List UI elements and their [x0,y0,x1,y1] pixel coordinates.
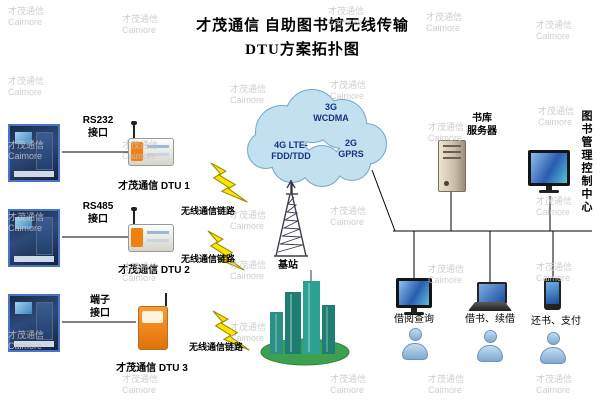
monitor-base [404,312,424,315]
server-power-button [444,181,449,186]
interface-name: RS232 [82,115,114,126]
interface-name: RS485 [82,201,114,212]
laptop-screen [477,282,507,304]
book-server-label: 书库 服务器 [460,112,504,138]
dtu-device-2 [128,207,174,252]
control-center-monitor-icon [528,150,570,193]
antenna-icon [165,293,167,306]
user-person-icon [477,330,503,364]
terminal-label-borrow: 借书、续借 [465,314,515,325]
interface-port: 接口 [90,308,110,319]
person-torso [477,345,503,362]
kiosk-book-slot [36,217,53,255]
dtu-caption-3: 才茂通信 DTU 3 [116,363,188,374]
cloud-2g-label: 2G GPRS [330,138,372,160]
query-monitor-icon [396,278,432,315]
interface-name: 端子 [90,295,110,306]
dtu-device-1 [128,121,174,166]
lightning-bolt-icon [210,162,248,203]
dtu-led-strip [147,145,169,148]
kiosk-base [14,256,54,262]
city-buildings-icon [260,270,350,366]
lightning-bolt-icon [212,310,250,351]
dtu-led-strip [147,231,169,234]
base-station-label: 基站 [278,260,298,271]
laptop-icon [468,282,512,311]
cloud-2g-line1: 2G [344,138,357,148]
dtu-front-panel [131,142,143,161]
kiosk-base [14,341,54,347]
dtu-front-panel [142,311,163,323]
cloud-3g-label: 3G WCDMA [308,102,354,124]
wireless-bolts [207,162,250,351]
server-label-line2: 服务器 [467,126,497,137]
lightning-bolt-icon [207,230,245,271]
phone-screen [546,282,559,304]
connector-lines [62,151,592,323]
monitor-base [539,190,559,193]
interface-label-rs485: RS485 接口 [70,200,126,226]
cloud-4g-line2: FDD/TDD [271,151,311,161]
dtu-front-panel [131,228,143,247]
terminal-label-return: 还书、支付 [531,316,581,327]
page-title: 才茂通信 自助图书馆无线传输 DTU方案拓扑图 [0,14,605,59]
interface-port: 接口 [88,214,108,225]
server-label-line1: 书库 [472,113,492,124]
interface-port: 接口 [88,128,108,139]
interface-label-terminal: 端子 接口 [72,294,128,320]
user-person-icon [540,332,566,366]
dtu-led-strip [147,239,169,242]
book-server-icon [438,140,466,192]
wireless-link-label-2: 无线通信链路 [180,254,235,264]
cloud-3g-line1: 3G [324,102,337,112]
kiosk-book-slot [36,302,53,340]
cloud-2g-line2: GPRS [338,149,364,159]
monitor-screen [396,278,432,308]
kiosk-screen [15,302,32,314]
wireless-link-label-3: 无线通信链路 [188,342,243,352]
control-center-label: 图书管理控制中心 [580,110,592,214]
monitor-stand [546,186,552,190]
kiosk-base [14,171,54,177]
person-head [483,330,497,343]
antenna-icon [131,121,137,138]
phone-icon [544,278,561,310]
person-torso [540,347,566,364]
library-kiosk-1 [8,124,60,182]
antenna-icon [131,207,137,224]
dtu-device-3 [138,293,168,350]
person-head [408,328,422,341]
kiosk-screen [15,217,32,229]
title-line-1: 才茂通信 自助图书馆无线传输 [196,18,409,34]
interface-label-rs232: RS232 接口 [70,114,126,140]
user-person-icon [402,328,428,362]
monitor-stand [411,308,417,312]
dtu-caption-2: 才茂通信 DTU 2 [118,265,190,276]
person-head [546,332,560,345]
kiosk-screen [15,132,32,144]
person-torso [402,343,428,360]
terminal-label-query: 借阅查询 [394,314,434,325]
library-kiosk-2 [8,209,60,267]
cloud-4g-line1: 4G LTE- [274,140,308,150]
laptop-keyboard [468,302,512,311]
network-cloud-icon [247,89,387,187]
cloud-4g-label: 4G LTE- FDD/TDD [266,140,316,162]
wireless-link-label-1: 无线通信链路 [180,206,235,216]
kiosk-book-slot [36,132,53,170]
dtu-led-strip [147,153,169,156]
title-line-2: DTU方案拓扑图 [245,42,360,58]
cloud-3g-line2: WCDMA [313,113,349,123]
dtu-caption-1: 才茂通信 DTU 1 [118,181,190,192]
monitor-screen [528,150,570,186]
base-station-tower-icon [274,180,308,257]
library-kiosk-3 [8,294,60,352]
